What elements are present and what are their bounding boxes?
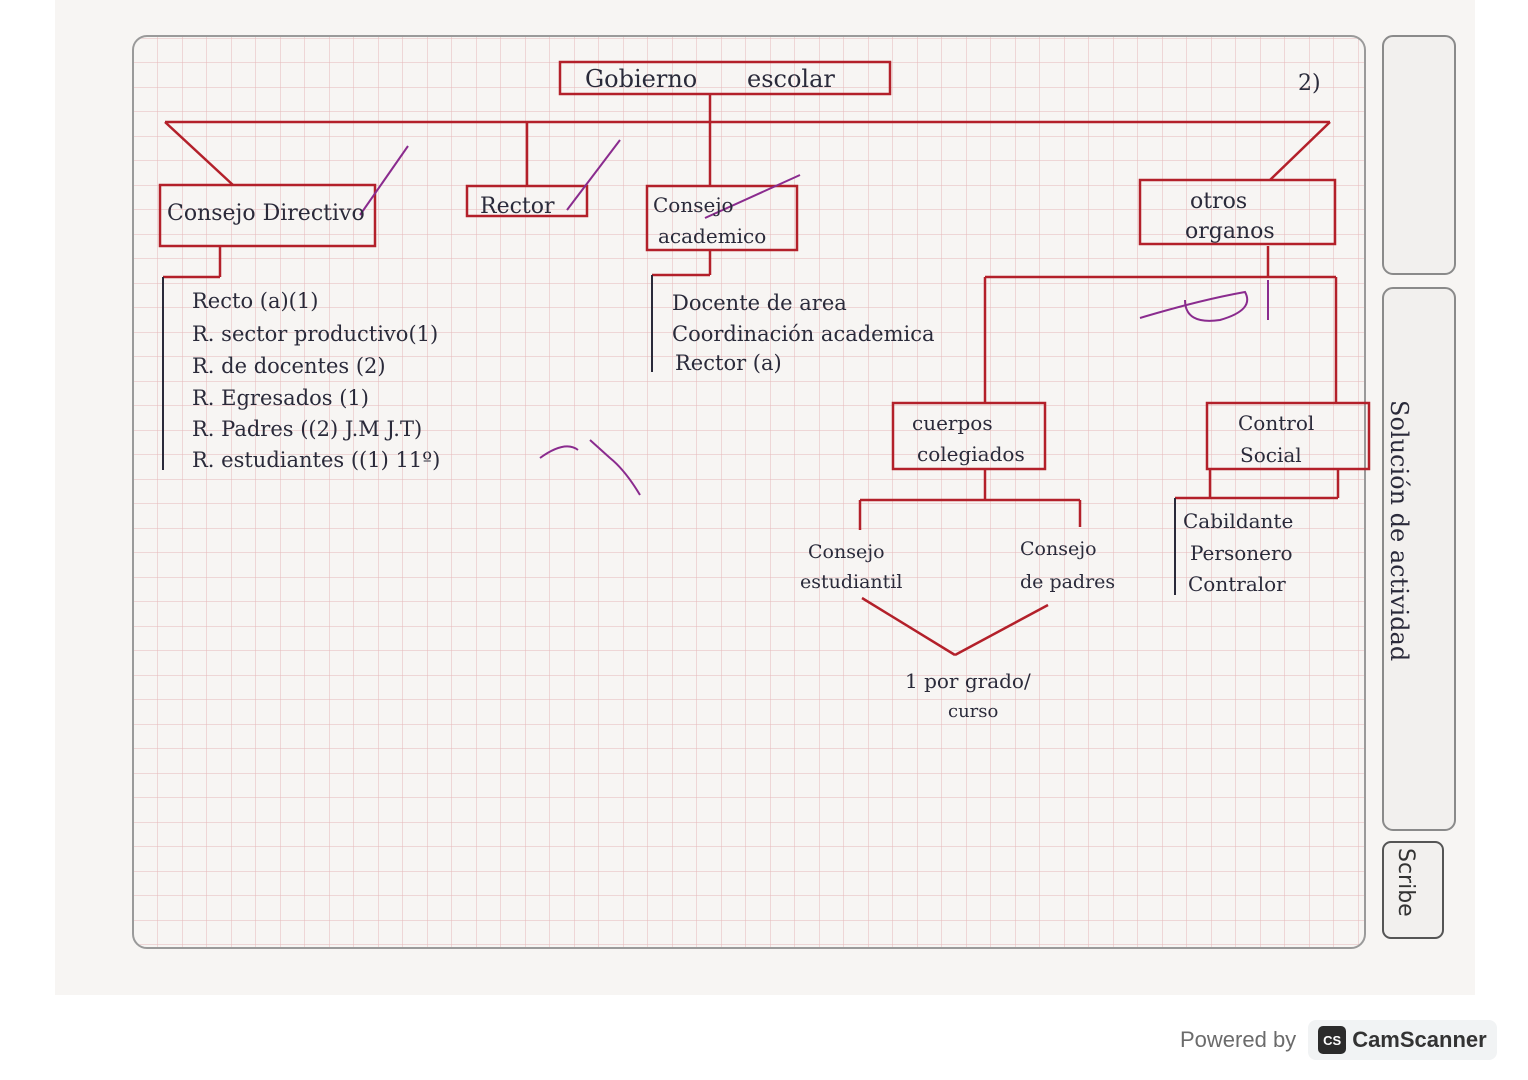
node-consejo-padres-line2: de padres	[1020, 571, 1115, 593]
list-directivo-item: Recto (a)(1)	[192, 289, 318, 313]
node-por-grado-line2: curso	[948, 701, 998, 722]
box-rector	[465, 184, 589, 218]
notebook-tab-top	[1382, 35, 1456, 275]
list-directivo-item: R. sector productivo(1)	[192, 322, 438, 346]
node-control-social-line1: Control	[1238, 411, 1314, 435]
scribe-tab	[1382, 841, 1444, 939]
purple-check-marks	[359, 139, 1269, 496]
title-word-escolar: escolar	[747, 65, 835, 93]
list-control-item: Personero	[1190, 541, 1293, 565]
node-consejo-academico-line2: academico	[658, 224, 766, 248]
box-cuerpos-colegiados	[891, 401, 1047, 471]
node-consejo-academico-line1: Consejo	[653, 193, 734, 217]
box-gobierno-escolar	[558, 60, 892, 96]
node-otros-organos-line1: otros	[1190, 189, 1247, 214]
node-consejo-directivo: Consejo Directivo	[167, 201, 365, 226]
camscanner-brand: CamScanner	[1352, 1027, 1487, 1052]
notebook-tab-middle	[1382, 287, 1456, 831]
list-academico-item: Docente de area	[672, 291, 847, 315]
scribe-tab-label: Scribe	[1393, 848, 1418, 917]
box-otros-organos	[1138, 178, 1337, 246]
list-academico-item: Coordinación academica	[672, 322, 935, 346]
list-control-item: Cabildante	[1183, 509, 1293, 533]
camscanner-logo-icon: CS	[1318, 1026, 1347, 1054]
list-directivo-item: R. Padres ((2) J.M J.T)	[192, 417, 422, 441]
camscanner-badge: CS CamScanner	[1308, 1020, 1497, 1060]
node-rector: Rector	[480, 194, 555, 219]
list-directivo-item: R. de docentes (2)	[192, 354, 386, 378]
list-directivo-item: R. estudiantes ((1) 11º)	[192, 448, 440, 472]
side-label: Solución de actividad	[1385, 400, 1413, 661]
grid-page	[132, 35, 1366, 949]
node-control-social-line2: Social	[1240, 443, 1302, 467]
footer: Powered by CS CamScanner	[1180, 1018, 1497, 1062]
node-cuerpos-colegiados-line2: colegiados	[917, 442, 1025, 466]
box-consejo-directivo	[158, 183, 377, 248]
list-control: Cabildante Personero Contralor	[1174, 498, 1293, 596]
box-control-social	[1205, 401, 1371, 471]
node-otros-organos-line2: organos	[1185, 219, 1275, 244]
title-word-gobierno: Gobierno	[585, 65, 697, 93]
node-cuerpos-colegiados-line1: cuerpos	[912, 411, 993, 435]
list-academico: Docente de area Coordinación academica R…	[651, 275, 935, 375]
list-directivo: Recto (a)(1) R. sector productivo(1) R. …	[162, 277, 440, 472]
list-directivo-item: R. Egresados (1)	[192, 386, 369, 410]
powered-by-text: Powered by	[1180, 1027, 1297, 1052]
list-control-item: Contralor	[1188, 572, 1286, 596]
red-connector-lines	[163, 95, 1340, 657]
box-consejo-academico	[645, 184, 799, 252]
node-consejo-padres-line1: Consejo	[1020, 538, 1097, 560]
node-consejo-estudiantil-line1: Consejo	[808, 541, 885, 563]
page-number: 2)	[1298, 71, 1321, 96]
list-academico-item: Rector (a)	[675, 351, 782, 375]
node-por-grado-line1: 1 por grado/	[905, 669, 1031, 693]
node-consejo-estudiantil-line2: estudiantil	[800, 571, 902, 593]
